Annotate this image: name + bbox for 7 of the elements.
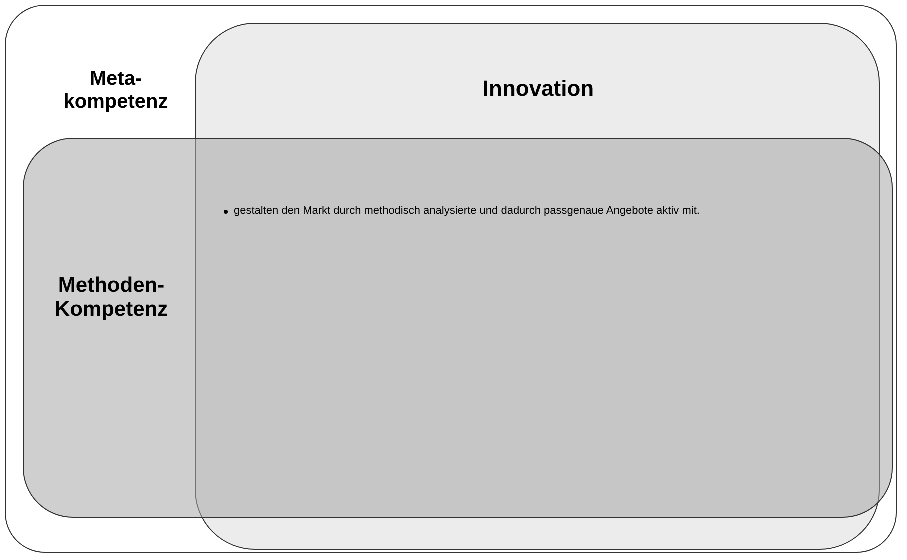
rounded-panel — [195, 23, 880, 550]
panel-heading: Innovation — [482, 76, 596, 102]
rounded-panel — [23, 138, 893, 518]
panel-heading: Methoden- Kompetenz — [54, 274, 170, 322]
rounded-panel — [5, 5, 897, 553]
bullet-text: gestalten den Markt durch methodisch analysierte und dadurch passgenaue Angebote aktiv mit. — [234, 205, 701, 217]
panel-heading: Meta- kompetenz — [62, 68, 170, 114]
